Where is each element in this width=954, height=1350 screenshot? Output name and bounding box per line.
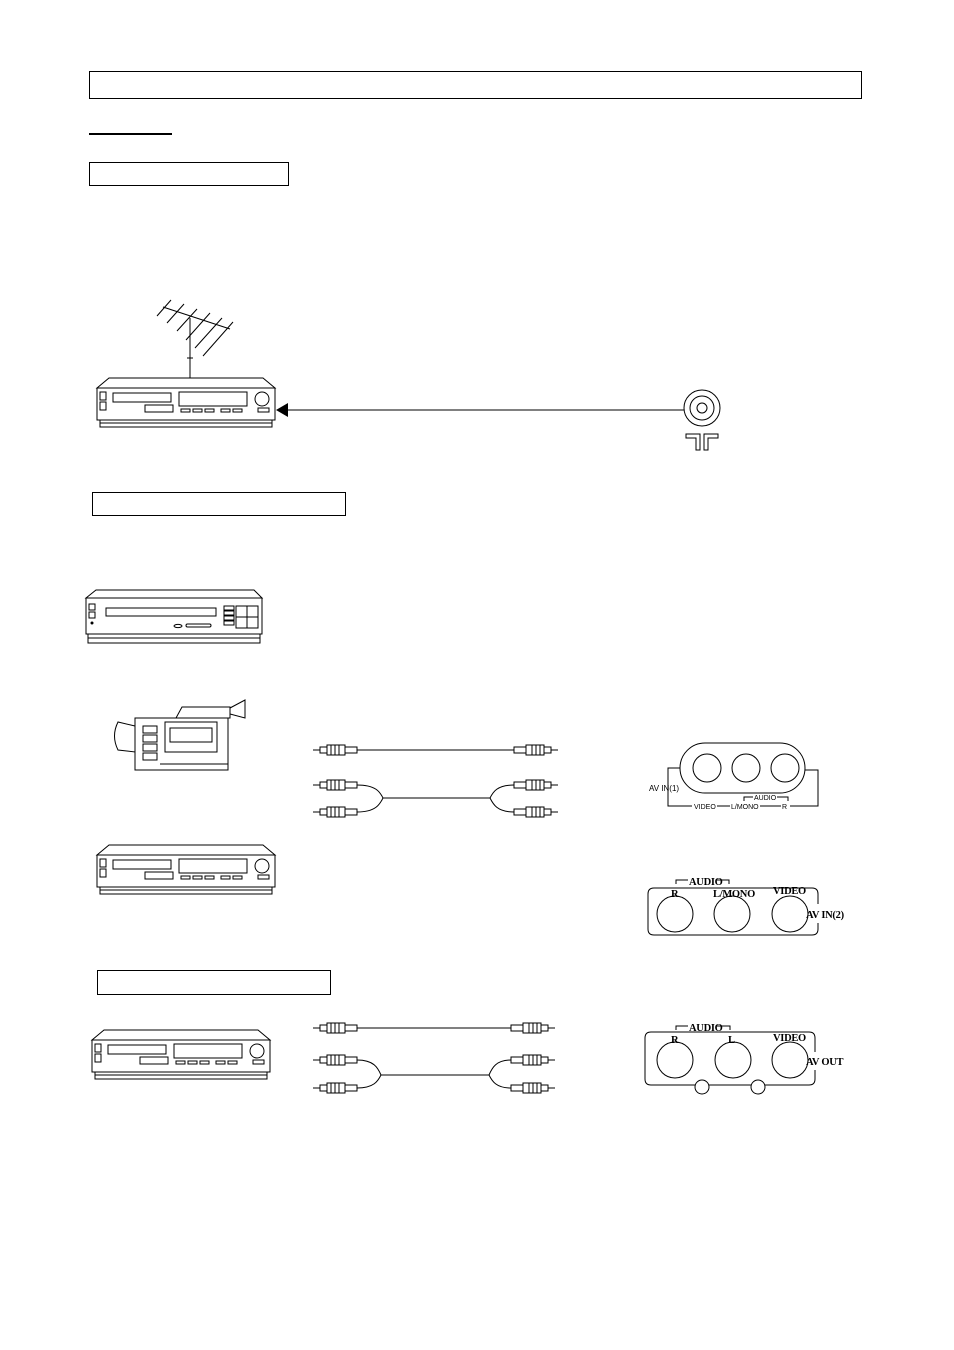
av-input-panel-icon: AV IN(1) VIDEO L/MONO R AUDIO xyxy=(649,742,819,811)
front-loading-vcr-icon xyxy=(84,589,264,644)
av-out-l-label: L xyxy=(728,1035,735,1046)
section-box-antenna xyxy=(89,162,289,186)
av-output-panel-icon: R AUDIO L VIDEO AV OUT xyxy=(644,1023,844,1095)
av-in-1-video-label: VIDEO xyxy=(694,804,716,811)
section-box-av-input xyxy=(92,492,346,516)
page-header-box xyxy=(89,71,862,99)
av-in-1-l-mono-label: L/MONO xyxy=(731,804,759,811)
av-in-2-l-mono-label: L/MONO xyxy=(713,889,755,900)
av-in-2-title: AV IN(2) xyxy=(806,910,845,921)
antenna-icon xyxy=(156,299,234,378)
av-in-1-r-label: R xyxy=(782,804,787,811)
av-in-1-audio-label: AUDIO xyxy=(754,795,777,802)
av-in-2-audio-label: AUDIO xyxy=(689,877,723,888)
av-out-audio-label: AUDIO xyxy=(689,1023,723,1034)
av-out-title: AV OUT xyxy=(806,1057,843,1068)
vcr-icon xyxy=(96,844,276,895)
av-out-r-label: R xyxy=(671,1035,679,1046)
camcorder-icon xyxy=(114,699,246,771)
rca-cable-icon xyxy=(312,1022,556,1094)
coax-connector-icon xyxy=(683,389,721,451)
av-input-panel-icon: R AUDIO L/MONO VIDEO AV IN(2) xyxy=(647,877,845,936)
antenna-cable-arrow xyxy=(276,403,688,417)
section-box-av-output xyxy=(97,970,331,995)
vcr-icon xyxy=(96,377,276,428)
av-in-1-title: AV IN(1) xyxy=(649,784,679,793)
av-out-video-label: VIDEO xyxy=(773,1033,806,1044)
vcr-icon xyxy=(91,1029,271,1080)
rca-cable-icon xyxy=(312,744,559,818)
av-in-2-video-label: VIDEO xyxy=(773,886,806,897)
av-in-2-r-label: R xyxy=(671,889,679,900)
